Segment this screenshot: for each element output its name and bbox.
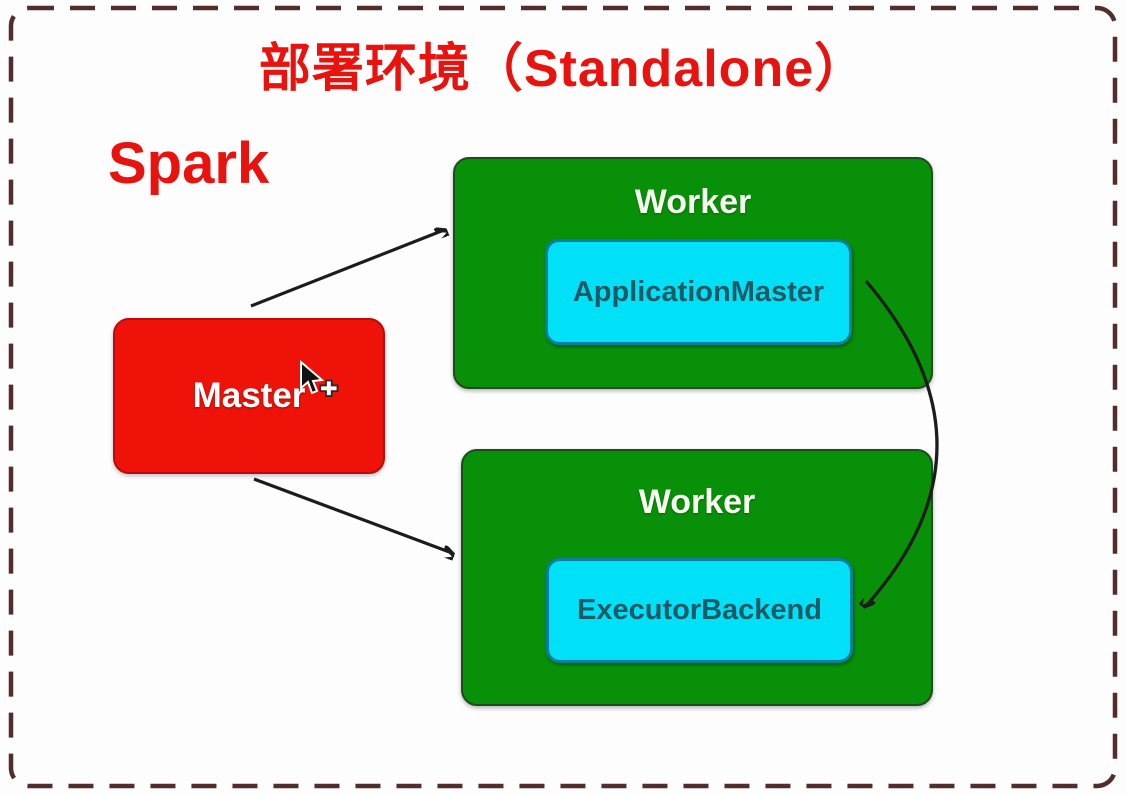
executor-backend-box: ExecutorBackend bbox=[546, 558, 853, 663]
master-node: Master bbox=[113, 318, 385, 474]
worker-bottom-node: Worker ExecutorBackend bbox=[461, 449, 933, 706]
slide-title: 部署环境（Standalone） bbox=[258, 40, 868, 98]
worker-bottom-label: Worker bbox=[638, 483, 756, 521]
worker-top-node: Worker ApplicationMaster bbox=[453, 157, 933, 389]
application-master-box: ApplicationMaster bbox=[545, 239, 852, 345]
executor-backend-label: ExecutorBackend bbox=[577, 594, 822, 626]
master-node-label: Master bbox=[192, 376, 306, 415]
application-master-label: ApplicationMaster bbox=[572, 275, 825, 308]
arrow-plus-cursor-icon bbox=[300, 360, 339, 397]
spark-label: Spark bbox=[108, 131, 270, 196]
worker-top-label: Worker bbox=[634, 183, 752, 221]
edge-master-to-worker-top bbox=[250, 230, 444, 308]
edge-master-to-worker-bottom bbox=[253, 477, 452, 553]
